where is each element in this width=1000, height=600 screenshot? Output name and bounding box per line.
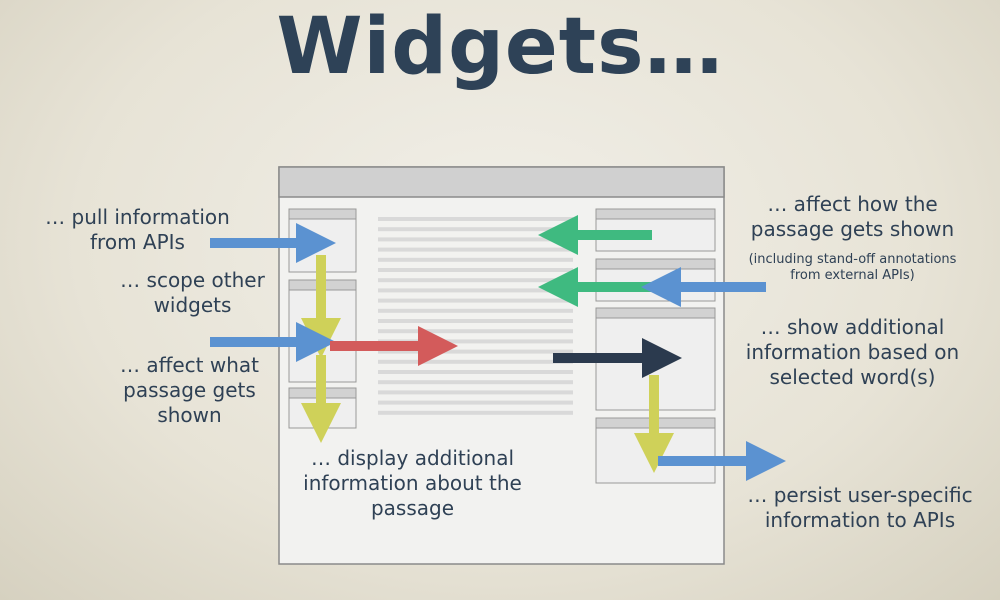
label-display-info: … display additional information about t… <box>290 446 535 521</box>
label-line: … display additional <box>310 446 515 470</box>
passage-line <box>378 319 573 323</box>
passage-line <box>378 400 573 405</box>
label-affect-how: … affect how the passage gets shown <box>730 192 975 242</box>
label-line: information to APIs <box>764 508 956 532</box>
label-persist: … persist user-specific information to A… <box>730 483 990 533</box>
label-line: from APIs <box>90 230 185 254</box>
label-line: information based on <box>745 340 960 364</box>
passage-line <box>378 217 573 221</box>
label-pull-info: … pull information from APIs <box>30 205 245 255</box>
passage-text-lines <box>378 217 573 415</box>
passage-line <box>378 349 573 354</box>
label-line: … persist user-specific <box>747 483 973 507</box>
right-widget-2 <box>595 258 716 302</box>
passage-line <box>378 359 573 364</box>
passage-line <box>378 298 573 303</box>
window-title-bar <box>278 166 725 198</box>
label-line: selected word(s) <box>769 365 936 389</box>
label-line: passage gets <box>123 378 256 402</box>
passage-line <box>378 227 573 232</box>
label-affect-passage: … affect what passage gets shown <box>82 353 297 428</box>
label-line: shown <box>157 403 222 427</box>
passage-line <box>378 247 573 252</box>
passage-line <box>378 308 573 313</box>
label-show-additional: … show additional information based on s… <box>730 315 975 390</box>
label-line: (including stand-off annotations <box>748 252 957 267</box>
passage-line <box>378 268 573 272</box>
label-line: information about the <box>303 471 522 495</box>
label-line: passage <box>370 496 455 520</box>
label-line: widgets <box>153 293 232 317</box>
label-standoff-note: (including stand-off annotations from ex… <box>730 252 975 284</box>
arrows <box>210 215 786 481</box>
label-line: … affect how the <box>767 192 938 216</box>
passage-line <box>378 257 573 262</box>
label-line: passage gets shown <box>750 217 955 241</box>
label-line: from external APIs) <box>790 268 915 283</box>
passage-line <box>378 410 573 415</box>
passage-line <box>378 380 573 385</box>
label-line: … pull information <box>45 205 230 229</box>
passage-line <box>378 390 573 395</box>
passage-line <box>378 339 573 344</box>
label-scope-widgets: … scope other widgets <box>85 268 300 318</box>
passage-line <box>378 278 573 283</box>
label-line: … show additional <box>760 315 945 339</box>
label-line: … scope other <box>120 268 265 292</box>
passage-line <box>378 329 573 334</box>
right-widget-column <box>595 208 716 484</box>
page-title: Widgets… <box>276 2 724 92</box>
passage-line <box>378 237 573 242</box>
passage-line <box>378 370 573 374</box>
label-line: … affect what <box>119 353 260 377</box>
passage-line <box>378 288 573 293</box>
